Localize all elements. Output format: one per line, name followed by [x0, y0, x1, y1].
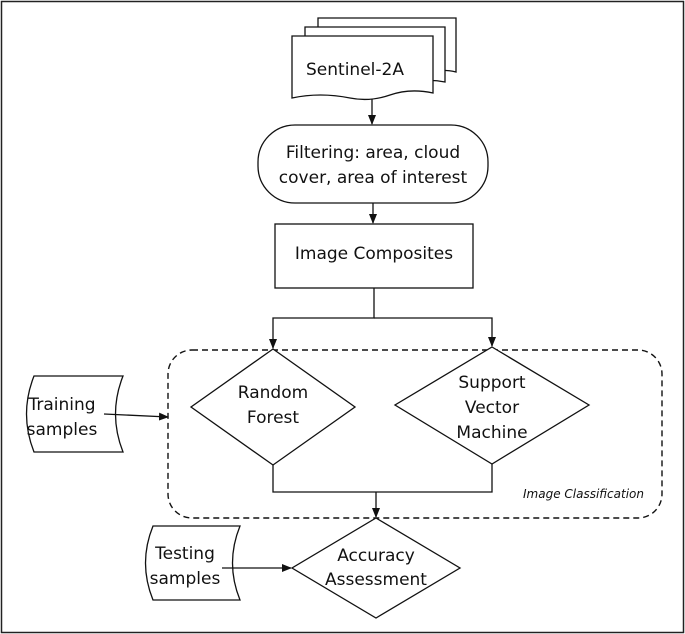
connectors: [103, 99, 496, 572]
image-classification-label: Image Classification: [523, 487, 644, 501]
image-composites-node: Image Composites: [274, 223, 474, 289]
sentinel-2a-node: Sentinel-2A: [291, 17, 457, 101]
merge-line-classifiers: [272, 464, 493, 493]
composites-label: Image Composites: [295, 244, 453, 264]
random-forest-line2: Forest: [247, 408, 300, 428]
training-samples-node: Training samples: [25, 375, 124, 453]
testing-samples-node: Testing samples: [144, 525, 241, 601]
filtering-node: Filtering: area, cloud cover, area of in…: [257, 124, 489, 204]
svm-line1: Support: [458, 373, 526, 393]
arrow-training-to-classification: [103, 412, 169, 421]
training-line1: Training: [27, 395, 95, 415]
filtering-label-line2: cover, area of interest: [279, 168, 468, 188]
sentinel-label: Sentinel-2A: [306, 60, 404, 80]
svm-line2: Vector: [465, 398, 519, 418]
image-classification-group: Image Classification: [167, 349, 663, 519]
testing-line1: Testing: [154, 544, 215, 564]
svm-node: Support Vector Machine: [393, 346, 591, 465]
accuracy-line2: Assessment: [325, 570, 427, 590]
arrow-composites-to-random-forest: [269, 288, 375, 349]
accuracy-line1: Accuracy: [337, 546, 415, 566]
svm-line3: Machine: [456, 423, 527, 443]
accuracy-assessment-node: Accuracy Assessment: [290, 517, 462, 619]
filtering-label-line1: Filtering: area, cloud: [286, 143, 460, 163]
arrow-composites-to-svm: [374, 317, 496, 347]
random-forest-line1: Random: [238, 383, 308, 403]
testing-line2: samples: [150, 569, 221, 589]
random-forest-node: Random Forest: [189, 348, 357, 466]
training-line2: samples: [27, 420, 98, 440]
